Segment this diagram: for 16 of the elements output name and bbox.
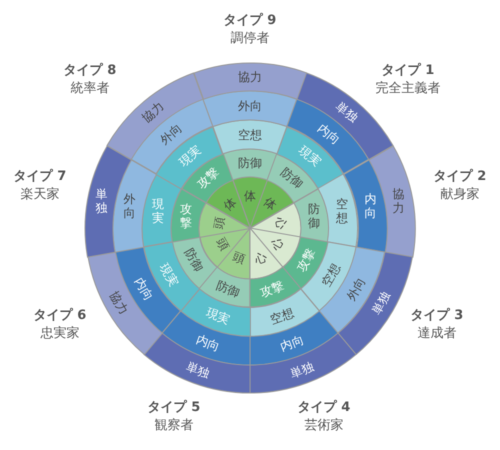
type-heading: タイプ 3 (410, 308, 464, 324)
ring-segment: 外向 (202, 90, 298, 128)
type-name: 観察者 (154, 418, 194, 434)
type-heading: タイプ 9 (224, 13, 276, 29)
type-name: 忠実家 (40, 326, 80, 342)
type-name: 達成者 (418, 326, 456, 342)
type-heading: タイプ 5 (148, 400, 200, 416)
type-heading: タイプ 4 (298, 400, 350, 416)
ring-segment: 協力 (192, 62, 308, 100)
type-name: 献身家 (440, 187, 480, 203)
type-name: 芸術家 (304, 418, 344, 434)
type-heading: タイプ 2 (434, 169, 486, 185)
type-heading: タイプ 6 (34, 308, 86, 324)
type-name: 楽天家 (20, 187, 60, 203)
type-heading: タイプ 7 (14, 169, 66, 185)
type-name: 調停者 (230, 31, 270, 47)
